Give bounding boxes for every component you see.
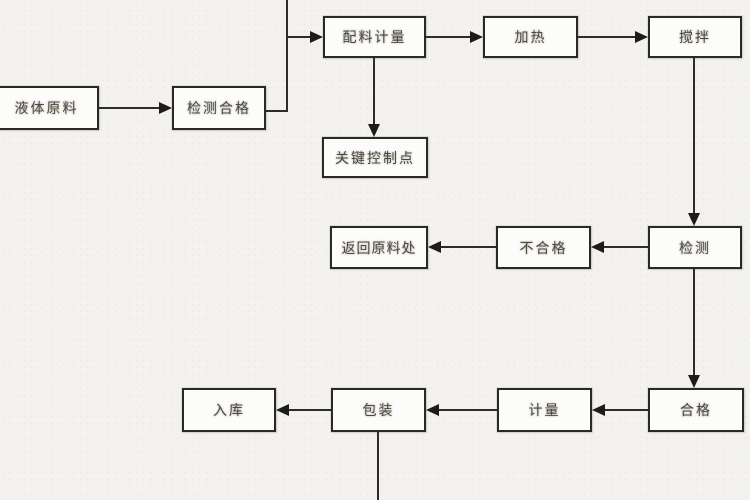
node-label: 关键控制点 [335, 150, 415, 167]
arrowhead-right-icon [310, 31, 323, 43]
node-liquid-raw-material: 液体原料 [0, 86, 99, 130]
node-label: 合格 [680, 403, 712, 419]
edge-qualified-to-metering-line [605, 409, 648, 411]
edge-trunk-vertical-line [286, 0, 288, 112]
node-inspection-qualified: 检测合格 [172, 86, 266, 130]
edge-testing-to-unqualified-line [604, 246, 648, 248]
node-metering: 计量 [497, 388, 592, 432]
node-unqualified: 不合格 [496, 226, 591, 269]
arrowhead-left-icon [426, 404, 439, 416]
node-label: 不合格 [519, 240, 568, 257]
arrowhead-left-icon [276, 404, 289, 416]
node-label: 入库 [213, 403, 245, 419]
node-packaging: 包装 [331, 388, 426, 432]
node-stirring: 搅拌 [648, 16, 742, 58]
edge-raw-to-inspect-line [99, 107, 159, 109]
arrowhead-right-icon [159, 102, 172, 114]
node-testing: 检测 [648, 226, 742, 269]
node-label: 计量 [528, 403, 561, 419]
edge-trunk-to-metering-line [286, 36, 310, 38]
arrowhead-down-icon [368, 124, 380, 137]
arrowhead-down-icon [688, 213, 700, 226]
node-critical-control-point: 关键控制点 [322, 137, 428, 178]
node-heating: 加热 [483, 16, 578, 58]
edge-packaging-to-warehousing-line [289, 409, 331, 411]
node-label: 液体原料 [14, 101, 79, 117]
arrowhead-left-icon [428, 241, 441, 253]
edge-unqualified-to-return-line [441, 246, 496, 248]
arrowhead-right-icon [470, 31, 483, 43]
arrowhead-right-icon [635, 31, 648, 43]
edge-testing-to-qualified-line [693, 269, 695, 375]
node-label: 返回原料处 [341, 240, 417, 257]
node-label: 包装 [362, 403, 395, 419]
node-label: 检测 [679, 240, 711, 257]
node-label: 配料计量 [342, 30, 407, 46]
node-ingredient-metering: 配料计量 [323, 16, 426, 58]
edge-packaging-down-line [377, 432, 379, 500]
node-label: 加热 [514, 30, 547, 46]
node-return-to-raw-material: 返回原料处 [330, 226, 428, 269]
node-qualified: 合格 [648, 388, 744, 432]
arrowhead-left-icon [591, 241, 604, 253]
edge-metering-to-packaging-line [439, 409, 497, 411]
node-label: 搅拌 [679, 30, 711, 46]
arrowhead-left-icon [592, 404, 605, 416]
arrowhead-down-icon [688, 375, 700, 388]
edge-metering-to-heating-line [426, 36, 470, 38]
edge-stirring-to-testing-line [693, 58, 695, 213]
edge-inspect-to-trunk-line [266, 110, 288, 112]
edge-heating-to-stirring-line [578, 36, 635, 38]
edge-metering-to-ccp-line [373, 58, 375, 124]
node-warehousing: 入库 [182, 388, 276, 432]
node-label: 检测合格 [187, 101, 251, 117]
